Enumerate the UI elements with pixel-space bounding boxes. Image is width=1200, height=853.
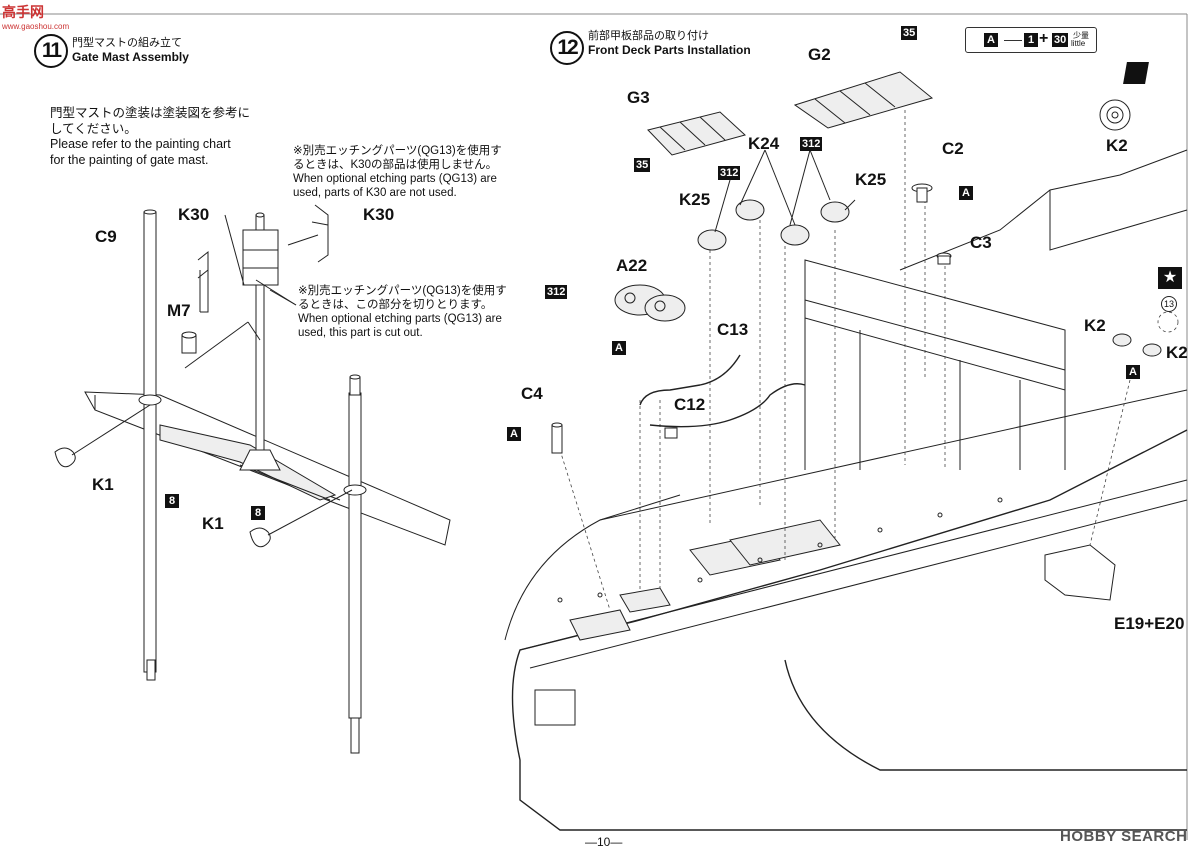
etching-note-k30: ※別売エッチングパーツ(QG13)を使用す るときは、K30の部品は使用しません… <box>293 144 502 200</box>
part-label-m7: M7 <box>167 301 191 320</box>
color-box-8: 8 <box>165 494 179 508</box>
page-number: —10— <box>585 835 623 849</box>
color-box-35: 35 <box>634 158 651 172</box>
site-logo: 高手网 <box>2 2 44 22</box>
site-url: www.gaoshou.com <box>2 22 70 31</box>
color-box-a: A <box>959 186 973 200</box>
brand-name: SEARCH <box>1121 828 1188 845</box>
step-12-title-jp: 前部甲板部品の取り付け <box>588 30 709 42</box>
brand-prefix: HOBBY <box>1060 828 1117 845</box>
color-box-312: 312 <box>718 166 741 180</box>
step-13-reference: 13 <box>1161 296 1177 312</box>
part-label-k1-bottom: K1 <box>202 514 224 533</box>
part-label-k1-top: K1 <box>92 475 114 494</box>
ship-hull-drawing <box>504 110 1188 831</box>
legend-box-a: A <box>984 33 998 47</box>
etching-note-cutout-line: used, this part is cut out. <box>298 327 423 339</box>
part-label-k2-right: K2 <box>1166 343 1188 362</box>
part-label-c13: C13 <box>717 320 749 339</box>
part-label-c4: C4 <box>521 384 543 403</box>
part-label-c12: C12 <box>674 395 706 414</box>
color-legend: A 1 + 30 少量 little <box>965 27 1097 53</box>
legend-note-jp: 少量 <box>1073 31 1089 40</box>
step-12-title-en: Front Deck Parts Installation <box>588 43 751 57</box>
part-label-c9: C9 <box>95 227 117 246</box>
part-label-e19-e20: E19+E20 <box>1114 614 1185 633</box>
part-label-k25-left: K25 <box>679 190 711 209</box>
etching-note-cutout-line: ※別売エッチングパーツ(QG13)を使用す <box>298 285 507 297</box>
step-11-number: 11 <box>34 34 68 68</box>
step-12-number: 12 <box>550 31 584 65</box>
part-label-a22: A22 <box>616 256 648 275</box>
etching-note-k30-line: used, parts of K30 are not used. <box>293 187 457 199</box>
part-label-k30-left: K30 <box>178 205 210 224</box>
deck-parts-drawing <box>551 71 1179 454</box>
legend-plus: + <box>1039 30 1049 47</box>
painting-note-en-1: Please refer to the painting chart <box>50 137 231 151</box>
portholes <box>557 497 1003 603</box>
legend-box-1: 1 <box>1024 33 1038 47</box>
part-label-k24: K24 <box>748 134 780 153</box>
part-label-c2: C2 <box>942 139 964 158</box>
site-logo-text: 高手网 <box>2 4 44 20</box>
painting-note-en-2: for the painting of gate mast. <box>50 152 209 167</box>
legend-box-30: 30 <box>1052 33 1069 47</box>
legend-dash <box>1004 40 1022 41</box>
part-label-g3: G3 <box>627 88 650 107</box>
etching-note-cutout: ※別売エッチングパーツ(QG13)を使用す るときは、この部分を切りとります。 … <box>298 284 507 340</box>
color-box-8: 8 <box>251 506 265 520</box>
step-11-title-jp: 門型マストの組み立て <box>72 37 182 49</box>
step-11-title-en: Gate Mast Assembly <box>72 50 189 64</box>
color-box-312: 312 <box>800 137 823 151</box>
part-label-g2: G2 <box>808 45 831 64</box>
color-box-35: 35 <box>901 26 918 40</box>
etching-note-cutout-line: るときは、この部分を切りとります。 <box>298 299 493 311</box>
legend-note-en: little <box>1071 39 1086 48</box>
star-icon: ★ <box>1158 267 1182 289</box>
part-label-k2-top: K2 <box>1106 136 1128 155</box>
color-box-a: A <box>612 341 626 355</box>
etching-note-cutout-line: When optional etching parts (QG13) are <box>298 313 502 325</box>
color-box-a: A <box>1126 365 1140 379</box>
color-box-312: 312 <box>545 285 568 299</box>
color-box-a: A <box>507 427 521 441</box>
gate-mast-drawing <box>54 204 451 754</box>
part-label-c3: C3 <box>970 233 992 252</box>
painting-note: 門型マストの塗装は塗装図を参考に してください。 Please refer to… <box>50 106 250 168</box>
part-label-k30-right: K30 <box>363 205 395 224</box>
etching-note-k30-line: るときは、K30の部品は使用しません。 <box>293 159 498 171</box>
part-label-k25-right: K25 <box>855 170 887 189</box>
part-label-k2-left: K2 <box>1084 316 1106 335</box>
hobby-search-watermark: HOBBY SEARCH <box>1060 828 1187 845</box>
etching-note-k30-line: When optional etching parts (QG13) are <box>293 173 497 185</box>
painting-note-jp-2: してください。 <box>50 121 137 136</box>
etching-note-k30-line: ※別売エッチングパーツ(QG13)を使用す <box>293 145 502 157</box>
painting-note-jp-1: 門型マストの塗装は塗装図を参考に <box>50 106 251 120</box>
flag-icon <box>1123 62 1149 84</box>
